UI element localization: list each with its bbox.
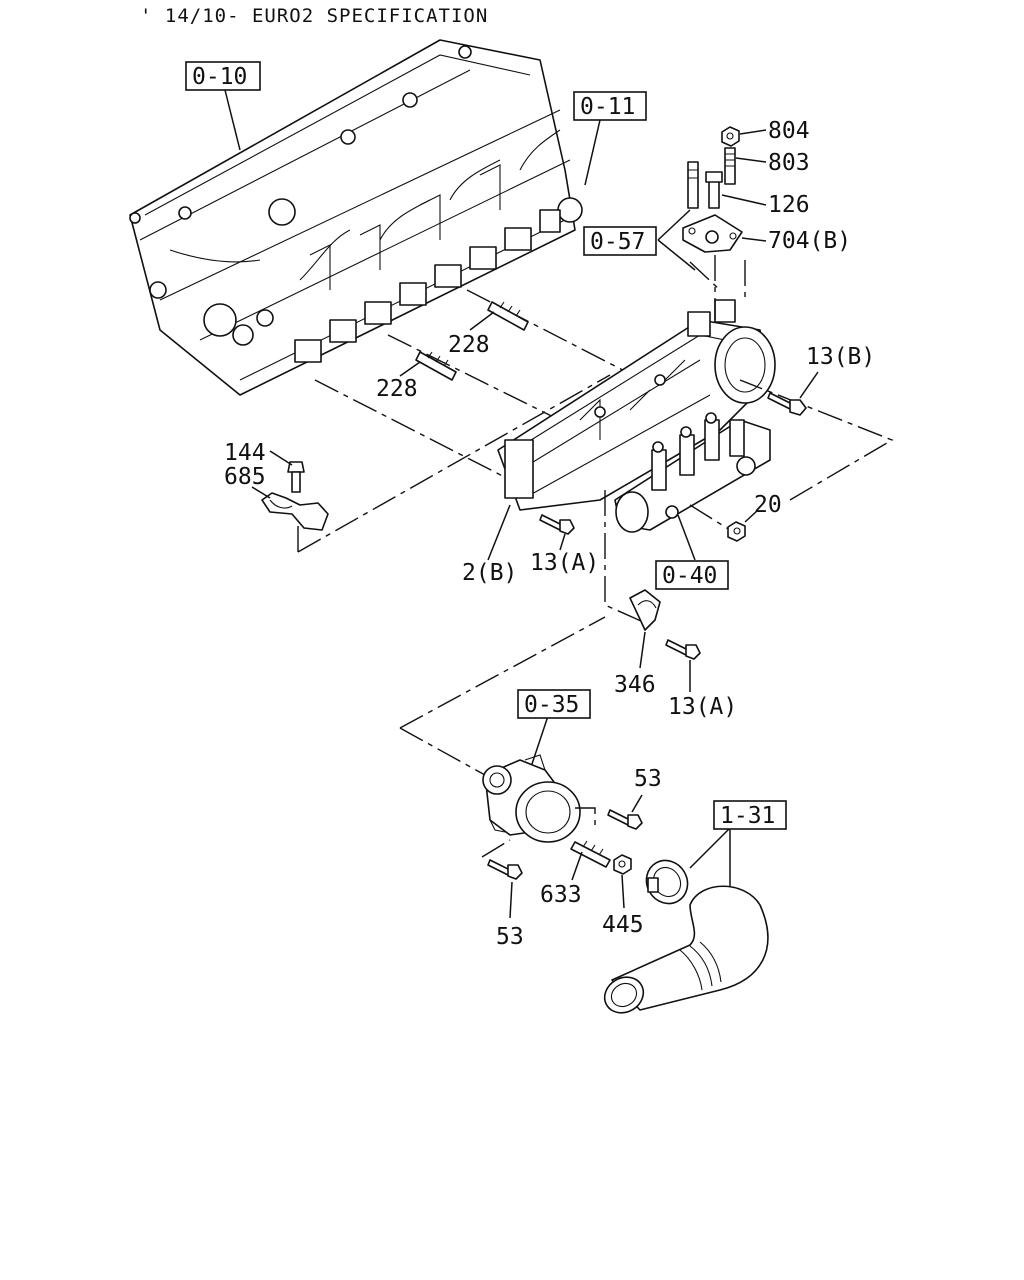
callout-13a-clip: 13(A) bbox=[668, 694, 737, 720]
callout-126: 126 bbox=[768, 192, 810, 218]
callout-2b: 2(B) bbox=[462, 560, 517, 586]
nut-804 bbox=[721, 126, 740, 147]
callout-633: 633 bbox=[540, 882, 582, 908]
ref-label-0-10: 0-10 bbox=[192, 64, 247, 90]
bolt-13a-clip bbox=[665, 639, 701, 660]
ref-label-0-40: 0-40 bbox=[662, 563, 717, 589]
ref-label-0-57: 0-57 bbox=[590, 229, 645, 255]
stud-228-lower bbox=[415, 351, 457, 381]
bolt-13a-manifold bbox=[539, 514, 575, 535]
callout-346: 346 bbox=[614, 672, 656, 698]
callout-53-upper: 53 bbox=[634, 766, 662, 792]
bolt-53-lower bbox=[487, 859, 523, 880]
callout-13a-manifold: 13(A) bbox=[530, 550, 599, 576]
callout-685: 685 bbox=[224, 464, 266, 490]
clamp-685 bbox=[261, 492, 329, 531]
stud-126 bbox=[687, 161, 699, 209]
throttle-body bbox=[482, 754, 581, 843]
ref-label-0-35: 0-35 bbox=[524, 692, 579, 718]
callout-20: 20 bbox=[754, 492, 782, 518]
ref-box-0-11 bbox=[573, 91, 647, 121]
clip-346 bbox=[629, 589, 661, 631]
intake-manifold bbox=[497, 299, 776, 511]
callout-13b: 13(B) bbox=[806, 344, 875, 370]
ref-box-1-31 bbox=[713, 800, 787, 830]
ref-label-1-31: 1-31 bbox=[720, 803, 775, 829]
stud-803 bbox=[724, 147, 736, 185]
stud-228-upper bbox=[487, 301, 529, 331]
bracket-704b bbox=[682, 214, 743, 253]
callout-804: 804 bbox=[768, 118, 810, 144]
air-hose bbox=[603, 885, 769, 1014]
callout-445: 445 bbox=[602, 912, 644, 938]
ref-box-0-35 bbox=[517, 689, 591, 719]
ref-box-0-57 bbox=[583, 226, 657, 256]
callout-803: 803 bbox=[768, 150, 810, 176]
bolt-126 bbox=[705, 171, 723, 209]
nut-445 bbox=[613, 854, 632, 875]
ref-box-0-40 bbox=[655, 560, 729, 590]
ref-box-0-10 bbox=[185, 61, 261, 91]
nut-20 bbox=[727, 521, 746, 542]
callout-704b: 704(B) bbox=[768, 228, 851, 254]
bolt-53-upper bbox=[607, 809, 643, 830]
ref-label-0-11: 0-11 bbox=[580, 94, 635, 120]
callout-144: 144 bbox=[224, 440, 266, 466]
callout-53-lower: 53 bbox=[496, 924, 524, 950]
bolt-144 bbox=[287, 461, 305, 493]
stud-633 bbox=[570, 840, 611, 868]
callout-228-upper: 228 bbox=[448, 332, 490, 358]
cylinder-head bbox=[129, 39, 583, 396]
bolt-13b bbox=[767, 392, 807, 416]
callout-228-lower: 228 bbox=[376, 376, 418, 402]
diagram-title: ' 14/10- EURO2 SPECIFICATION bbox=[140, 5, 488, 27]
fuel-rail bbox=[614, 412, 771, 533]
hose-clamp bbox=[645, 859, 689, 905]
